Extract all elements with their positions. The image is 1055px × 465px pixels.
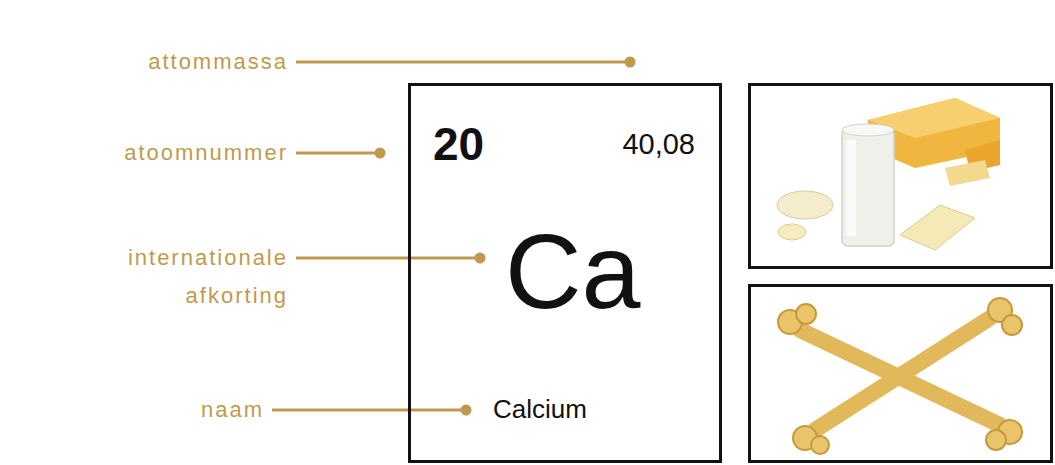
bones-picture <box>750 286 1052 462</box>
part-label: attommassa <box>148 43 288 81</box>
atomic-number: 20 <box>433 121 484 167</box>
part-label: internationale afkorting <box>38 239 288 315</box>
atomic-mass: 40,08 <box>622 130 695 159</box>
part-label: naam <box>201 391 264 429</box>
dairy-picture <box>750 85 1052 268</box>
element-symbol: Ca <box>505 218 641 324</box>
element-name: Calcium <box>493 396 587 422</box>
element-tile: 20 40,08CaCalcium <box>408 83 722 463</box>
part-label: atoomnummer <box>124 134 288 172</box>
